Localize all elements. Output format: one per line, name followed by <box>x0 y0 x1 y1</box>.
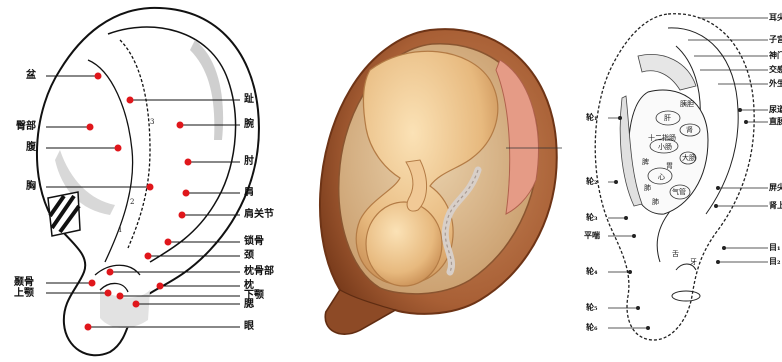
label-yidan: 胰胆 <box>680 100 694 108</box>
label-pen: 盆 <box>26 70 36 81</box>
fetus-illustration <box>300 0 568 362</box>
label-wei: 胃 <box>666 162 673 170</box>
label-ya: 牙 <box>690 258 697 266</box>
label-zhengubu: 枕骨部 <box>244 266 274 277</box>
dot-zhen <box>157 283 164 290</box>
dot-shangwu <box>105 290 112 297</box>
label-qi: 气管 <box>672 188 686 196</box>
label-xiong: 胸 <box>26 181 36 192</box>
label-she: 舌 <box>672 250 679 258</box>
dot-sai <box>133 301 140 308</box>
label-pi: 脾 <box>642 158 649 166</box>
label-jiaogan: 交感 <box>769 65 782 74</box>
label-sai: 腮 <box>244 299 254 310</box>
label-wan: 腕 <box>244 119 254 130</box>
label-pingjian: 平喘 <box>584 231 600 240</box>
right-ear-drawing <box>568 0 782 362</box>
hatch-block <box>48 192 80 236</box>
line-number-2: 2 <box>130 198 134 206</box>
dot-yan <box>85 324 92 331</box>
label-jianguanjie: 肩关节 <box>244 209 274 220</box>
dot-xiong <box>147 184 154 191</box>
label-shenmen: 神门 <box>769 51 782 60</box>
label-shierzhichang: 十二指肠 <box>648 134 676 142</box>
label-lun5: 轮₅ <box>586 303 598 312</box>
label-shen: 肾 <box>686 126 693 134</box>
label-zhichang: 直肠 <box>769 117 782 126</box>
label-xin: 心 <box>658 173 665 181</box>
dot-jian <box>183 190 190 197</box>
dot-jing <box>145 253 152 260</box>
label-niaodao: 尿道 <box>769 105 782 114</box>
left-ear-drawing <box>0 0 300 362</box>
label-lun1: 轮₁ <box>586 113 598 122</box>
label-lun3: 轮₃ <box>586 213 598 222</box>
label-gan: 肝 <box>664 114 671 122</box>
dot-wan <box>177 122 184 129</box>
fetus-drawing <box>300 0 568 362</box>
right-ear-diagram: 轮₁ 轮₂ 轮₃ 平喘 轮₄ 轮₅ 轮₆ 耳尖 子宫 神门 交感 外生殖器 尿道… <box>568 0 782 362</box>
label-dachang: 大肠 <box>682 154 696 162</box>
label-waisheng: 外生殖器 <box>769 79 782 88</box>
dot-fu <box>115 145 122 152</box>
dot-jianguanjie <box>179 212 186 219</box>
label-xiaochang: 小肠 <box>658 143 672 151</box>
label-mu1: 目₁ <box>769 243 781 252</box>
line-number-1: 1 <box>118 226 122 234</box>
label-zhou: 肘 <box>244 156 254 167</box>
label-lun6: 轮₆ <box>586 323 598 332</box>
label-yan: 眼 <box>244 321 254 332</box>
label-fei: 肺 <box>644 184 651 192</box>
label-suogu: 锁骨 <box>244 236 264 247</box>
label-shenshang: 肾上腺 <box>769 201 782 210</box>
label-shangwu: 上颚 <box>14 288 34 299</box>
dot-gu <box>127 97 134 104</box>
dot-zhou <box>185 159 192 166</box>
label-mu2: 目₂ <box>769 257 781 266</box>
left-ear-diagram: 1 2 3 盆 趾 臀部 腕 腹 肘 胸 肩 肩关节 锁骨 颈 枕骨部 颞骨 枕… <box>0 0 300 362</box>
label-zigong: 子宫 <box>769 35 782 44</box>
label-tunbu: 臀部 <box>16 121 36 132</box>
dot-suogu <box>165 239 172 246</box>
dot-zhengubu <box>107 269 114 276</box>
label-jing: 颈 <box>244 250 254 261</box>
dot-pen <box>95 73 102 80</box>
label-fu: 腹 <box>26 142 36 153</box>
dot-xiae <box>117 293 124 300</box>
label-pingjian2: 屏尖 <box>769 183 782 192</box>
label-erjian: 耳尖 <box>769 13 782 22</box>
label-fei2: 肺 <box>652 198 659 206</box>
dot-tunbu <box>87 124 94 131</box>
label-jian: 肩 <box>244 187 254 198</box>
label-lun4: 轮₄ <box>586 267 598 276</box>
line-number-3: 3 <box>150 118 154 126</box>
dot-niegu <box>89 280 96 287</box>
label-gu: 趾 <box>244 94 254 105</box>
label-lun2: 轮₂ <box>586 177 598 186</box>
label-niegu: 颞骨 <box>14 277 34 288</box>
fetus-head <box>366 202 442 286</box>
